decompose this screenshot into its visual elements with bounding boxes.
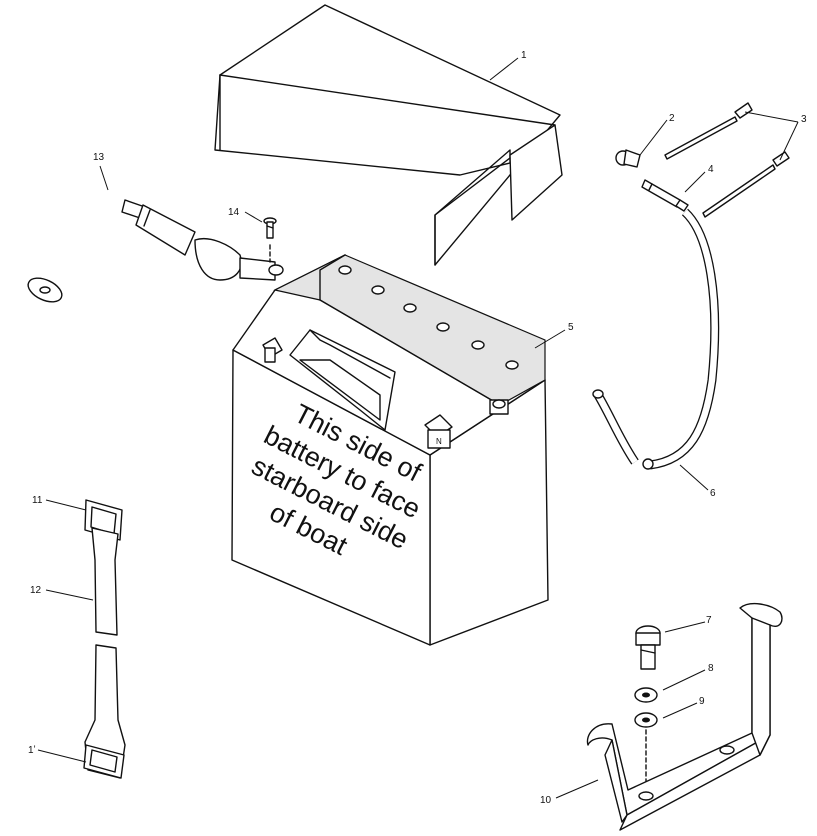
battery-terminal-positive: N — [424, 414, 453, 449]
crimp-sleeve — [135, 204, 196, 256]
threaded-connector — [641, 179, 689, 212]
callout-11-bottom: 1ʼ — [28, 745, 36, 756]
callout-13: 13 — [93, 152, 105, 163]
vent-fitting — [489, 399, 509, 415]
callout-8: 8 — [708, 663, 714, 674]
bolt-long-bottom — [702, 151, 790, 218]
vent-hose — [592, 208, 720, 470]
callout-12: 12 — [30, 585, 42, 596]
battery-cover — [214, 4, 563, 266]
battery-side-label: This side of battery to face starboard s… — [247, 398, 427, 561]
cell-caps — [338, 265, 519, 370]
callout-leaders — [37, 57, 799, 799]
callout-5: 5 — [568, 322, 574, 333]
callout-10: 10 — [540, 795, 552, 806]
terminal-bolts — [664, 102, 790, 218]
bracket-bolt — [635, 625, 661, 670]
callout-numbers: 1 2 3 4 5 6 7 8 9 10 11 12 1ʼ 13 14 — [28, 50, 807, 806]
callout-4: 4 — [708, 164, 714, 175]
lock-washer — [634, 687, 658, 703]
callout-1: 1 — [521, 50, 527, 61]
callout-7: 7 — [706, 615, 712, 626]
callout-9: 9 — [699, 696, 705, 707]
callout-3: 3 — [801, 114, 807, 125]
callout-14: 14 — [228, 207, 240, 218]
callout-2: 2 — [669, 113, 675, 124]
svg-text:N: N — [436, 437, 442, 446]
battery-terminal-negative — [262, 337, 283, 363]
terminal-boot — [194, 238, 284, 281]
battery-cable-negative — [7, 188, 284, 303]
callout-6: 6 — [710, 488, 716, 499]
bolt-long-top — [664, 102, 753, 160]
mounting-bracket — [586, 602, 783, 831]
battery: N This side of battery to face starboard… — [231, 254, 549, 646]
terminal-nut — [615, 149, 641, 168]
battery-strap — [83, 499, 126, 779]
terminal-screw — [263, 217, 277, 263]
callout-11-top: 11 — [32, 495, 43, 506]
strap-buckle-bottom — [83, 644, 126, 779]
flat-washer — [634, 712, 658, 728]
